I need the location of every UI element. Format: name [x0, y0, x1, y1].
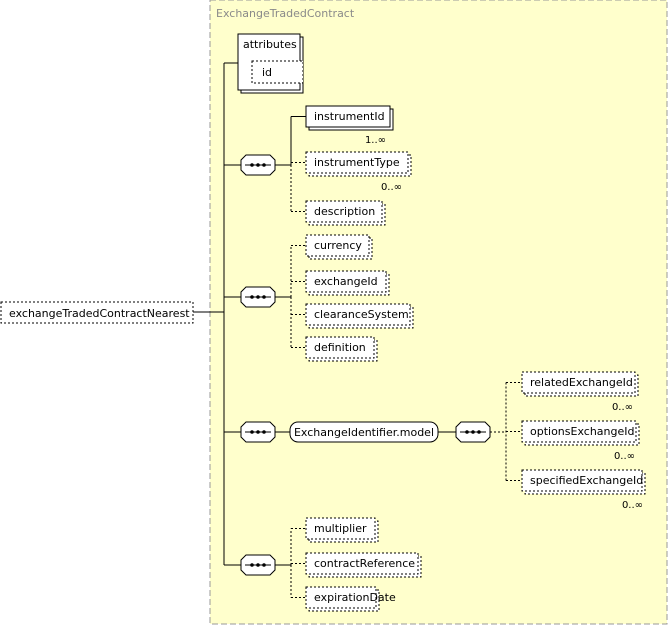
element-label: definition	[314, 341, 366, 354]
element-box	[305, 151, 409, 174]
attribute-id-box	[251, 60, 304, 84]
root-element-box	[0, 301, 194, 324]
complex-type-title: ExchangeTradedContract	[216, 7, 355, 20]
sequence-dot	[250, 295, 254, 299]
element-box	[305, 200, 383, 223]
cardinality-label: 1..∞	[365, 135, 386, 146]
element-label: description	[314, 205, 375, 218]
element-label: contractReference	[314, 557, 415, 570]
element-label: instrumentId	[314, 110, 385, 123]
element-label: exchangeId	[314, 275, 378, 288]
cardinality-label: 0..∞	[622, 500, 643, 511]
attributes-label: attributes	[243, 38, 297, 51]
element-box	[305, 586, 377, 609]
element-label: clearanceSystem	[314, 308, 409, 321]
cardinality-label: 0..∞	[612, 402, 633, 413]
element-box	[305, 552, 419, 575]
element-box	[305, 336, 375, 359]
element-label: specifiedExchangeId	[530, 474, 643, 487]
element-box	[521, 420, 637, 443]
element-label: relatedExchangeId	[530, 376, 633, 389]
element-box	[521, 371, 636, 394]
sequence-dot	[262, 295, 266, 299]
model-group-box	[289, 421, 439, 443]
sequence-dot	[477, 430, 481, 434]
sequence-dot	[256, 163, 260, 167]
sequence-dot	[250, 563, 254, 567]
sequence-dot	[256, 563, 260, 567]
sequence-dot	[250, 163, 254, 167]
complex-type-panel	[209, 0, 668, 625]
sequence-dot	[471, 430, 475, 434]
sequence-dot	[262, 430, 266, 434]
cardinality-label: 0..∞	[381, 182, 402, 193]
sequence-dot	[256, 430, 260, 434]
sequence-dot	[256, 295, 260, 299]
element-label: optionsExchangeId	[530, 425, 635, 438]
model-group-label: ExchangeIdentifier.model	[294, 426, 434, 439]
root-element-label: exchangeTradedContractNearest	[9, 307, 190, 320]
element-box	[305, 270, 387, 293]
element-box	[521, 469, 643, 492]
sequence-dot	[262, 163, 266, 167]
element-box	[305, 517, 376, 540]
cardinality-label: 0..∞	[614, 451, 635, 462]
element-box	[305, 303, 411, 326]
sequence-dot	[465, 430, 469, 434]
element-label: multiplier	[314, 522, 367, 535]
element-label: currency	[314, 239, 362, 252]
element-box	[305, 234, 370, 257]
element-label: instrumentType	[314, 156, 400, 169]
element-box	[305, 105, 391, 128]
sequence-dot	[250, 430, 254, 434]
sequence-dot	[262, 563, 266, 567]
attribute-id-label: id	[262, 66, 272, 79]
element-label: expirationDate	[314, 591, 396, 604]
